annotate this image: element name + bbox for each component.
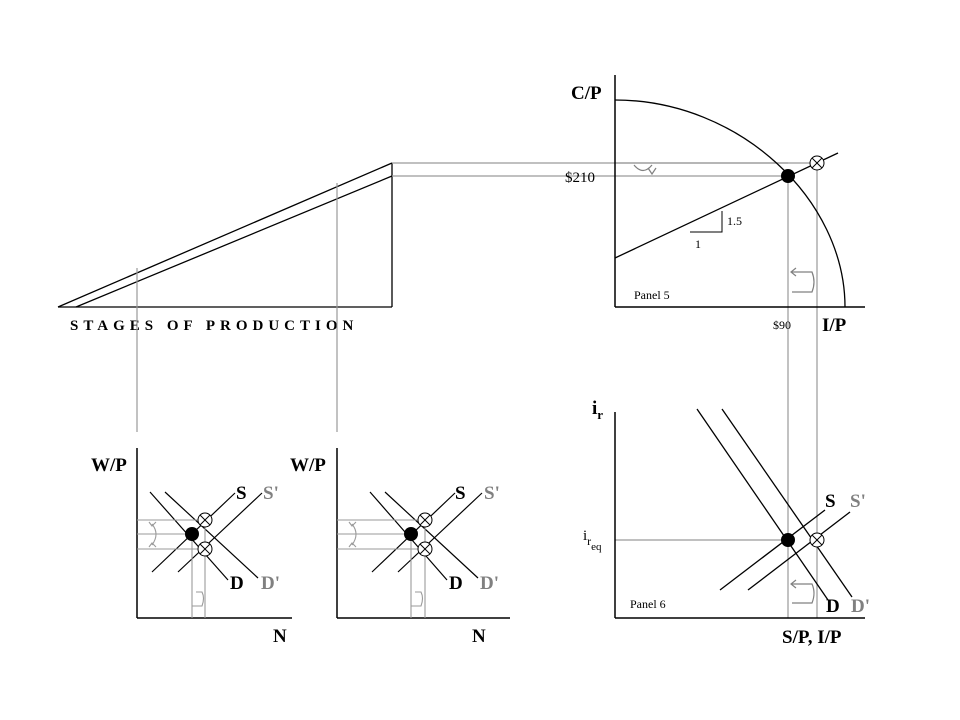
triangle-inner-slope (75, 175, 393, 308)
panel5-x-axis-label: I/P (822, 315, 847, 336)
labor-panel-right: W/P N S S' D D' (290, 448, 510, 647)
labor-left-demand-label: D (230, 573, 244, 594)
panel6-demand-label: D (826, 596, 840, 617)
stages-of-production-label: STAGES OF PRODUCTION (70, 318, 358, 334)
panel5-equilibrium-point (781, 169, 795, 183)
panel5-slope-rise: 1.5 (727, 214, 742, 228)
panel5-shifted-point (809, 155, 825, 171)
panel6: ir ireq S/P, I/P S S' D D' Panel 6 (583, 398, 870, 648)
labor-right-arrow-icon (351, 523, 357, 546)
labor-right-arrow-head-bottom-icon (348, 542, 357, 548)
labor-left-arrow-icon (151, 523, 157, 546)
labor-left-demand-shift-line (164, 491, 259, 579)
labor-left-demand-shift-label: D' (261, 573, 280, 594)
labor-left-shifted-point-lower (197, 541, 213, 557)
labor-left-equilibrium-point (185, 527, 199, 541)
labor-right-return-arrow-icon (411, 591, 424, 607)
panel5: C/P I/P $210 $90 1.5 1 Panel 5 (565, 75, 865, 336)
panel6-shifted-point (809, 532, 825, 548)
triangle-outer-slope (57, 162, 393, 308)
labor-left-return-arrow-icon (192, 591, 205, 607)
panel5-arrow-head-icon (647, 167, 657, 176)
labor-right-equilibrium-point (404, 527, 418, 541)
panel6-demand-shift-line (721, 408, 853, 598)
labor-left-shifted-point-upper (197, 512, 213, 528)
labor-left-supply-label: S (236, 483, 247, 504)
panel6-eq-label: ireq (583, 528, 602, 553)
panel6-y-axis-label: ir (592, 398, 603, 422)
panel6-demand-line (696, 408, 829, 601)
labor-right-demand-label: D (449, 573, 463, 594)
panel5-value-90: $90 (773, 318, 791, 332)
labor-left-x-axis-label: N (273, 626, 287, 647)
labor-right-arrow-head-top-icon (348, 521, 357, 527)
labor-right-demand-shift-line (384, 491, 479, 579)
panel6-x-axis-label: S/P, I/P (782, 627, 842, 648)
panel5-ppf-curve (614, 99, 846, 308)
labor-right-demand-shift-label: D' (480, 573, 499, 594)
panel5-consumption-line (614, 152, 839, 259)
panel6-demand-shift-label: D' (851, 596, 870, 617)
panel5-value-210: $210 (565, 170, 595, 186)
panel6-return-arrow-head-icon (790, 579, 797, 589)
panel6-supply-label: S (825, 491, 836, 512)
labor-right-y-axis-label: W/P (290, 455, 326, 476)
labor-right-x-axis-label: N (472, 626, 486, 647)
panel5-return-arrow-icon (792, 271, 815, 293)
panel5-slope-triangle (690, 211, 723, 233)
panel6-equilibrium-point (781, 533, 795, 547)
panel5-return-arrow-head-icon (790, 267, 797, 277)
labor-left-supply-shift-label: S' (263, 483, 279, 504)
panel6-supply-shift-line (747, 511, 851, 591)
panel6-return-arrow-icon (792, 583, 815, 604)
labor-left-arrow-head-bottom-icon (148, 542, 157, 548)
panel6-supply-line (719, 509, 826, 591)
panel5-slope-run: 1 (695, 237, 701, 251)
labor-left-y-axis-label: W/P (91, 455, 127, 476)
panel6-title: Panel 6 (630, 597, 666, 611)
labor-right-shifted-point-lower (417, 541, 433, 557)
panel5-title: Panel 5 (634, 288, 670, 302)
labor-right-supply-label: S (455, 483, 466, 504)
connector-lines (136, 162, 818, 618)
labor-panel-left: W/P N S S' D D' (91, 448, 292, 647)
labor-right-shifted-point-upper (417, 512, 433, 528)
panel6-supply-shift-label: S' (850, 491, 866, 512)
panel5-arrow-curve-icon (633, 164, 653, 172)
labor-right-supply-shift-label: S' (484, 483, 500, 504)
stages-of-production-triangle (57, 162, 393, 308)
labor-left-arrow-head-top-icon (148, 521, 157, 527)
panel5-y-axis-label: C/P (571, 83, 602, 104)
labor-right-supply-shift-line (397, 492, 483, 573)
